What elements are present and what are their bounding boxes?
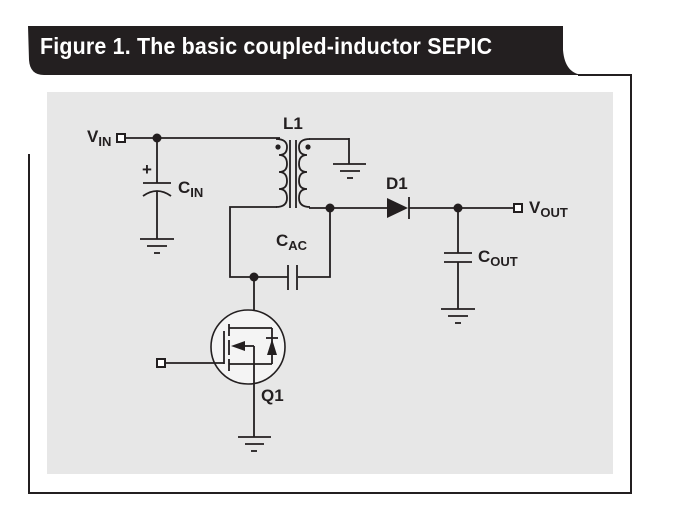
l1-dot-primary bbox=[275, 144, 281, 150]
label-cac: CAC bbox=[276, 231, 307, 252]
label-cout-main: C bbox=[478, 247, 491, 266]
label-vout-sub: OUT bbox=[540, 205, 568, 220]
wire-l1-primary-bottom bbox=[229, 206, 288, 278]
l1-secondary-winding bbox=[298, 138, 311, 208]
label-q1: Q1 bbox=[261, 386, 284, 405]
wire-cac-right bbox=[298, 208, 331, 278]
l1-dot-secondary bbox=[305, 144, 311, 150]
label-d1: D1 bbox=[386, 174, 408, 193]
label-cac-sub: AC bbox=[288, 238, 308, 253]
label-cout-sub: OUT bbox=[490, 254, 518, 269]
label-vin: VIN bbox=[87, 127, 111, 148]
label-vin-main: V bbox=[87, 127, 99, 146]
label-cac-main: C bbox=[276, 231, 289, 250]
label-cout: COUT bbox=[478, 247, 518, 268]
label-vout: VOUT bbox=[529, 198, 568, 219]
vout-terminal bbox=[513, 203, 523, 213]
figure-header-tab bbox=[28, 26, 585, 75]
ground-cin bbox=[140, 238, 174, 254]
ground-cout bbox=[441, 308, 475, 324]
ground-q1 bbox=[238, 436, 271, 452]
q1-arrow bbox=[231, 341, 245, 351]
vin-terminal bbox=[116, 133, 126, 143]
figure-title: Figure 1. The basic coupled-inductor SEP… bbox=[40, 33, 493, 59]
d1-body bbox=[387, 198, 408, 218]
label-l1: L1 bbox=[283, 114, 303, 133]
label-vout-main: V bbox=[529, 198, 541, 217]
schematic-panel bbox=[47, 92, 613, 474]
label-cin-polarity: + bbox=[142, 160, 152, 179]
label-cin-sub: IN bbox=[190, 185, 204, 200]
gate-terminal bbox=[156, 358, 166, 368]
ground-l1 bbox=[333, 163, 366, 179]
l1-primary-winding bbox=[275, 138, 288, 208]
q1-body-diode bbox=[267, 339, 277, 355]
label-cin-main: C bbox=[178, 178, 191, 197]
label-vin-sub: IN bbox=[98, 134, 112, 149]
label-cin: CIN bbox=[178, 178, 203, 199]
